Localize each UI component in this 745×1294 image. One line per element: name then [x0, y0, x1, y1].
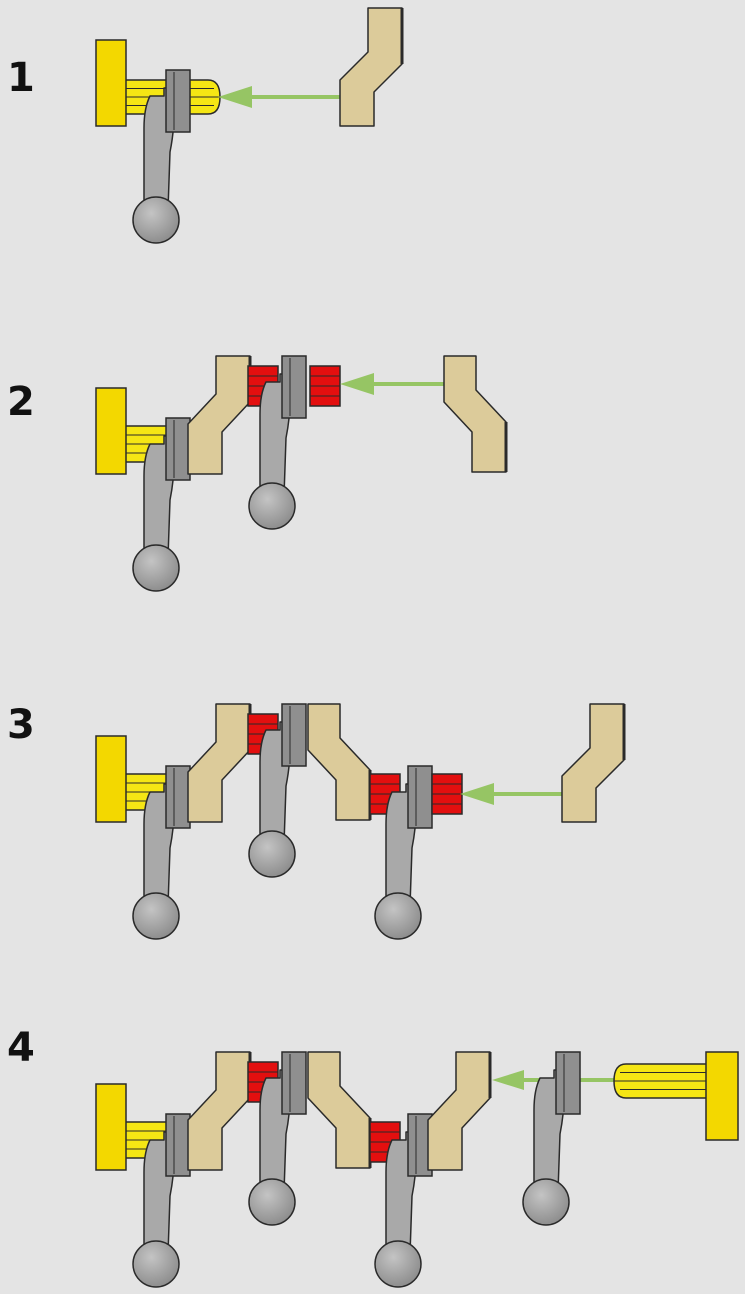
crank-web — [561, 703, 625, 823]
crank-web — [339, 7, 403, 127]
crank-web — [427, 1051, 491, 1171]
yellow-end-cap — [95, 735, 127, 823]
yellow-end-cap — [95, 39, 127, 127]
step-1-number: 1 — [7, 55, 35, 101]
insert-arrow — [460, 783, 562, 805]
step-3-group — [95, 702, 626, 940]
connecting-rod — [522, 1051, 581, 1226]
yellow-end-cap — [95, 1083, 127, 1171]
crank-web — [187, 355, 251, 475]
yellow-pin — [613, 1063, 709, 1099]
crank-web — [442, 354, 508, 474]
yellow-end-cap — [95, 387, 127, 475]
step-2-number: 2 — [7, 379, 35, 425]
crank-web — [187, 703, 251, 823]
step-3-number: 3 — [7, 702, 35, 748]
crank-web — [306, 702, 372, 822]
red-pin — [309, 365, 341, 407]
insert-arrow — [218, 86, 340, 108]
red-pin — [431, 773, 463, 815]
crank-web — [306, 1050, 372, 1170]
step-4-number: 4 — [7, 1025, 35, 1071]
step-4-group — [95, 1050, 739, 1288]
crank-web — [187, 1051, 251, 1171]
step-1-group — [95, 7, 404, 244]
insert-arrow — [340, 373, 444, 395]
step-2-group — [95, 354, 508, 592]
yellow-end-cap — [705, 1051, 739, 1141]
